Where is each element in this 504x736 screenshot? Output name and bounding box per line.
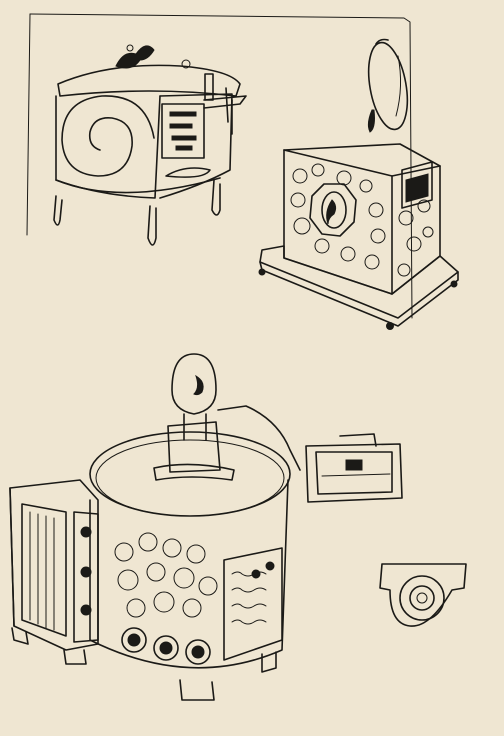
- small-box-with-lock: [305, 433, 403, 503]
- hanging-oval-mirror: [367, 38, 409, 133]
- mosaic-cabinet-on-base: [258, 143, 459, 330]
- handle-detail: [379, 563, 467, 627]
- round-cabinet-with-spiral-door: [53, 44, 247, 246]
- large-round-cabinet-with-bust: [9, 353, 301, 701]
- room-outline: [26, 13, 413, 319]
